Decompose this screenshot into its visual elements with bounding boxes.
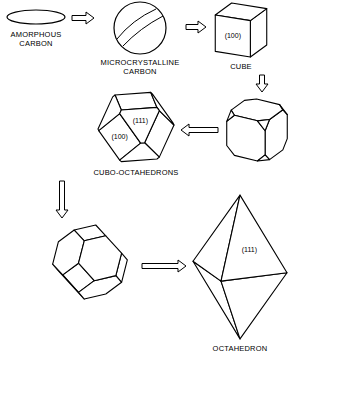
transition-arrow — [256, 75, 268, 92]
shape-caption: CUBE — [210, 62, 272, 71]
crystal-face — [53, 230, 85, 275]
transition-arrow — [186, 21, 206, 33]
transition-arrow — [181, 124, 218, 136]
miller-index: (111) — [132, 117, 149, 125]
crystal-drawing — [190, 192, 290, 342]
crystal-shape — [42, 222, 138, 302]
transition-arrow — [142, 260, 186, 272]
crystal-drawing — [42, 222, 138, 302]
crystal-shape: AMORPHOUS CARBON — [4, 6, 68, 48]
crystal-shape: MICROCRYSTALLINE CARBON — [98, 0, 182, 76]
miller-index: (100) — [224, 32, 242, 40]
crystal-face — [221, 195, 287, 281]
crystal-face — [257, 119, 269, 130]
miller-index: (111) — [241, 246, 258, 254]
crystal-shape — [222, 96, 292, 164]
crystal-face — [79, 236, 122, 281]
crystal-face — [98, 95, 121, 131]
crystal-drawing — [98, 0, 182, 56]
crystal-shape: (111)(100)CUBO-OCTAHEDRONS — [95, 88, 177, 177]
crystal-band — [123, 16, 163, 46]
amorphous-blob — [7, 10, 65, 24]
shape-caption: AMORPHOUS CARBON — [4, 30, 68, 48]
crystal-drawing — [210, 0, 272, 60]
crystal-face — [257, 155, 269, 161]
transition-arrow — [56, 181, 68, 218]
transition-arrow — [72, 12, 94, 24]
crystal-shape: (111) OCTAHEDRON — [190, 192, 290, 353]
crystal-face — [120, 143, 160, 162]
crystal-drawing — [95, 88, 177, 166]
crystal-drawing — [4, 6, 68, 28]
crystal-shape: (100) CUBE — [210, 0, 272, 71]
miller-index: (100) — [111, 133, 129, 141]
sphere-outline — [114, 2, 166, 54]
crystal-face — [221, 273, 287, 339]
crystal-face — [227, 110, 235, 121]
shape-caption: CUBO-OCTAHEDRONS — [84, 168, 188, 177]
crystal-face — [215, 15, 250, 57]
crystal-face — [280, 105, 288, 115]
shape-caption: MICROCRYSTALLINE CARBON — [94, 58, 186, 76]
crystal-drawing — [222, 96, 292, 164]
shape-caption: OCTAHEDRON — [190, 344, 290, 353]
